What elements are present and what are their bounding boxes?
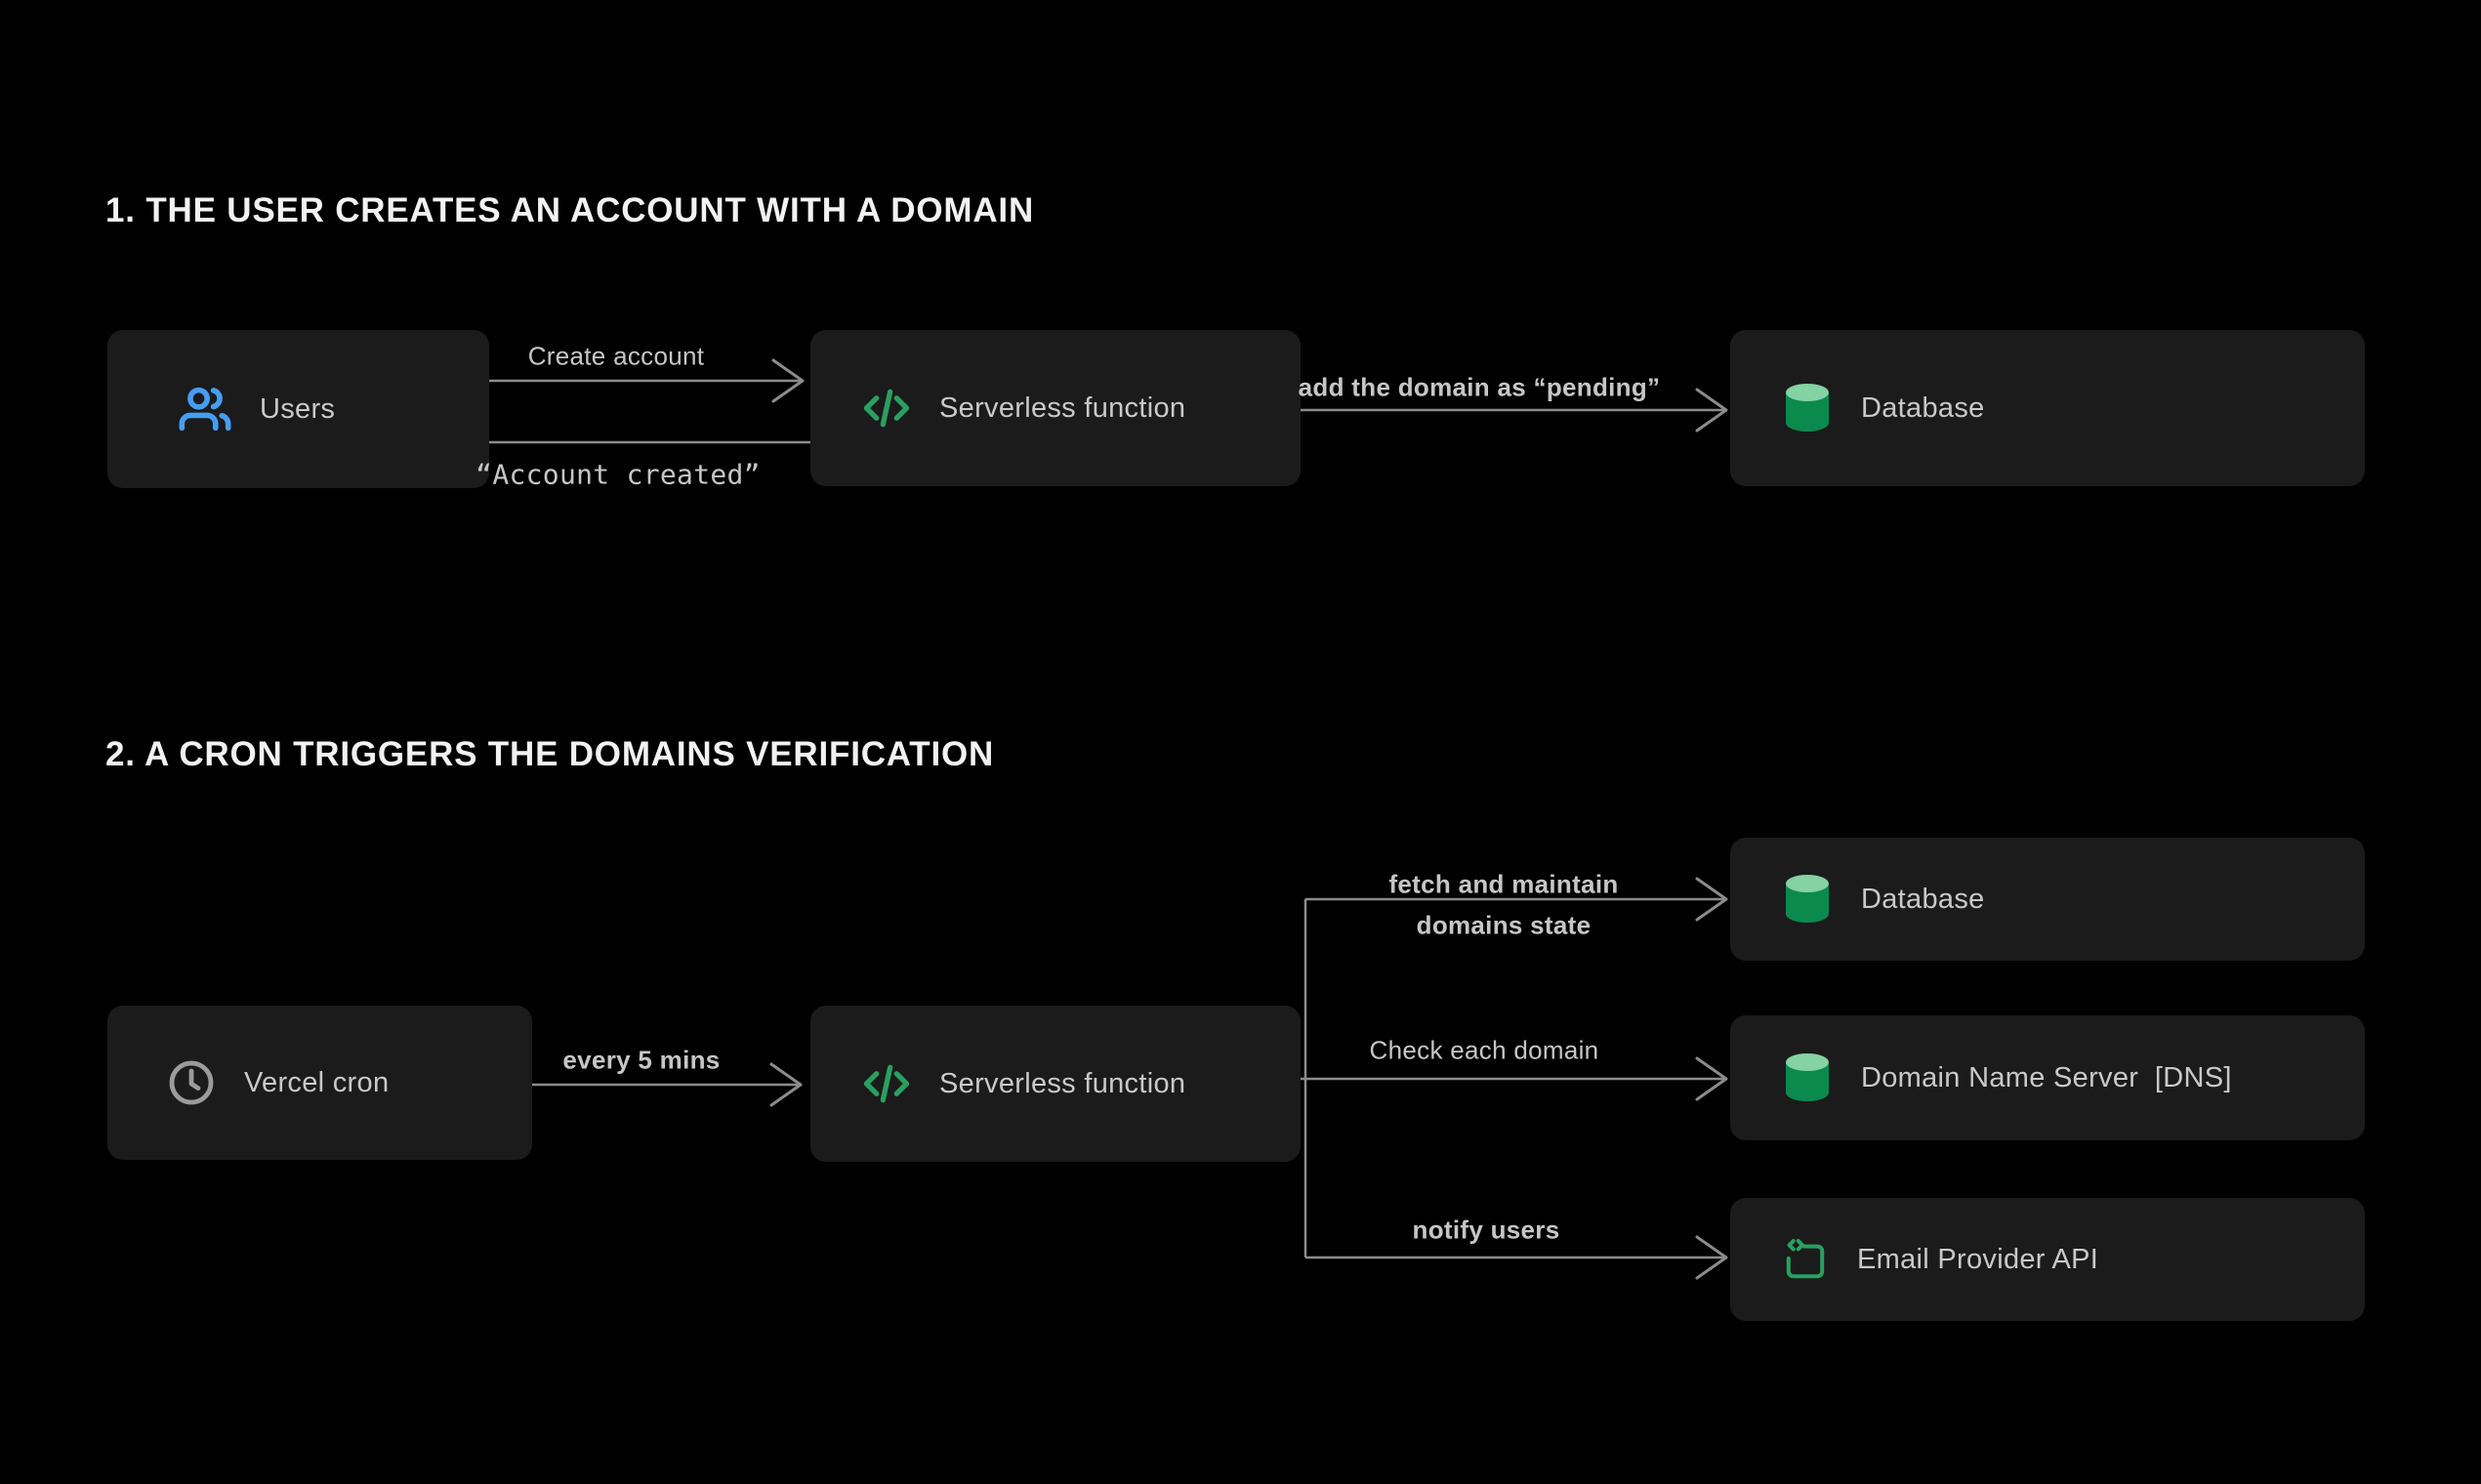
label-fetch-maintain-line2: domains state xyxy=(1416,910,1592,940)
arrow-create-account xyxy=(428,358,805,403)
label-notify-users: notify users xyxy=(1412,1215,1560,1245)
node-users-label: Users xyxy=(260,392,336,425)
arrow-add-domain-pending xyxy=(1252,388,1728,433)
node-email-provider: Email Provider API xyxy=(1730,1198,2365,1321)
label-create-account: Create account xyxy=(527,341,705,371)
node-database-2-label: Database xyxy=(1861,883,1985,915)
arrow-every-5-mins xyxy=(481,1062,803,1107)
node-serverless-1-label: Serverless function xyxy=(939,392,1186,424)
node-vercel-cron: Vercel cron xyxy=(107,1006,532,1160)
code-icon xyxy=(859,385,914,432)
database-cylinder-icon xyxy=(1783,1052,1832,1103)
node-database-2: Database xyxy=(1730,838,2365,961)
section2-title: 2. A CRON TRIGGERS THE DOMAINS VERIFICAT… xyxy=(105,735,995,773)
node-serverless-2-label: Serverless function xyxy=(939,1067,1186,1099)
label-check-each-domain: Check each domain xyxy=(1369,1035,1599,1065)
node-database-1-label: Database xyxy=(1861,392,1985,424)
node-serverless-2: Serverless function xyxy=(810,1006,1301,1162)
database-cylinder-icon xyxy=(1783,874,1832,925)
node-dns-label: Domain Name Server [DNS] xyxy=(1861,1061,2232,1093)
label-add-domain-pending: add the domain as “pending” xyxy=(1298,372,1661,402)
node-dns: Domain Name Server [DNS] xyxy=(1730,1015,2365,1140)
arrow-notify-users xyxy=(1305,1235,1728,1280)
code-box-icon xyxy=(1783,1238,1828,1281)
database-cylinder-icon xyxy=(1783,383,1832,433)
clock-icon xyxy=(168,1059,215,1106)
section1-title: 1. THE USER CREATES AN ACCOUNT WITH A DO… xyxy=(105,191,1035,229)
node-database-1: Database xyxy=(1730,330,2365,486)
users-icon xyxy=(176,382,234,436)
label-every-5-mins: every 5 mins xyxy=(562,1045,721,1075)
node-users: Users xyxy=(107,330,489,488)
label-account-created: “Account created” xyxy=(476,458,761,491)
label-fetch-maintain-line1: fetch and maintain xyxy=(1388,869,1619,899)
arrow-check-each-domain xyxy=(1305,1056,1728,1101)
node-vercel-cron-label: Vercel cron xyxy=(244,1066,390,1098)
code-icon xyxy=(859,1060,914,1107)
node-email-provider-label: Email Provider API xyxy=(1857,1243,2099,1275)
node-serverless-1: Serverless function xyxy=(810,330,1301,486)
arrow-fetch-maintain xyxy=(1305,877,1728,922)
